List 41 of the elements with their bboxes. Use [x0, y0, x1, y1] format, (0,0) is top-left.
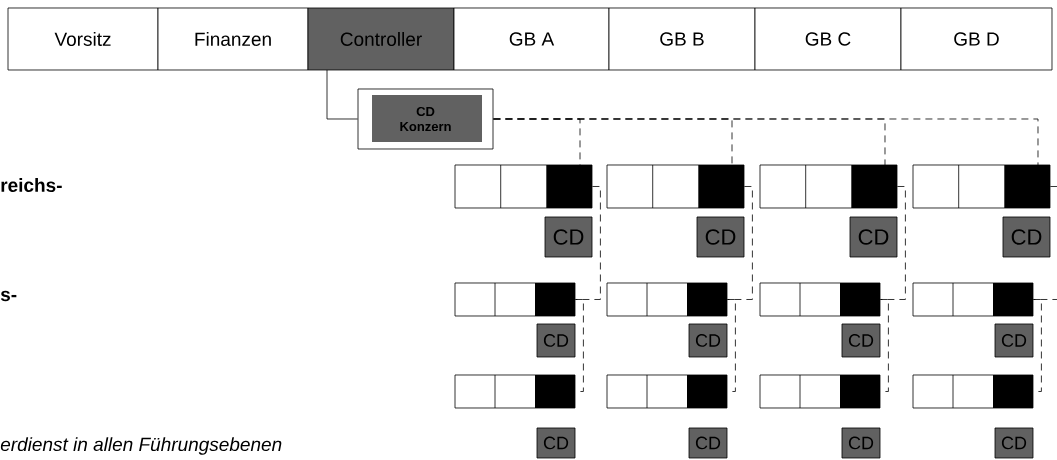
department-box: GB A: [453, 7, 610, 71]
department-box: Controller: [307, 7, 455, 71]
cell-strip: [606, 374, 728, 409]
cell-strip: [454, 282, 576, 317]
controller-box: CD: [1002, 216, 1051, 258]
controller-box: CD: [536, 323, 576, 358]
controller-box: CD: [544, 216, 593, 258]
cell-strip: [454, 164, 593, 209]
controller-box: CD: [841, 427, 881, 459]
cell-strip: [759, 374, 881, 409]
controller-box: CD: [696, 216, 745, 258]
cell-strip: [759, 164, 898, 209]
note-text: erdienst in allen Führungsebenen: [0, 437, 282, 455]
cell-strip: [454, 374, 576, 409]
connector-line: [493, 118, 1039, 166]
connector-line: [575, 299, 584, 392]
department-box: Finanzen: [157, 7, 309, 71]
cell-strip: [759, 282, 881, 317]
controller-box: CD: [688, 323, 728, 358]
department-box: GB B: [608, 7, 756, 71]
controller-box: CD: [841, 323, 881, 358]
connector-line: [1033, 299, 1042, 392]
cell-strip: [606, 164, 745, 209]
group-controller-box: CD Konzern: [357, 88, 494, 150]
controller-box: CD: [849, 216, 898, 258]
connector-line: [880, 299, 889, 392]
cell-strip: [912, 164, 1051, 209]
department-box: GB D: [900, 7, 1053, 71]
connector-line: [727, 299, 736, 392]
controller-box: CD: [688, 427, 728, 459]
row-label: s-: [0, 290, 17, 302]
cell-strip: [912, 374, 1034, 409]
controller-box: CD: [536, 427, 576, 459]
department-box: Vorsitz: [7, 7, 159, 71]
cell-strip: [606, 282, 728, 317]
cell-strip: [912, 282, 1034, 317]
row-label: reichs-: [1, 178, 62, 192]
controller-box: CD: [994, 323, 1034, 358]
department-box: GB C: [754, 7, 902, 71]
connector-line: [326, 69, 358, 120]
controller-box: CD: [994, 427, 1034, 459]
